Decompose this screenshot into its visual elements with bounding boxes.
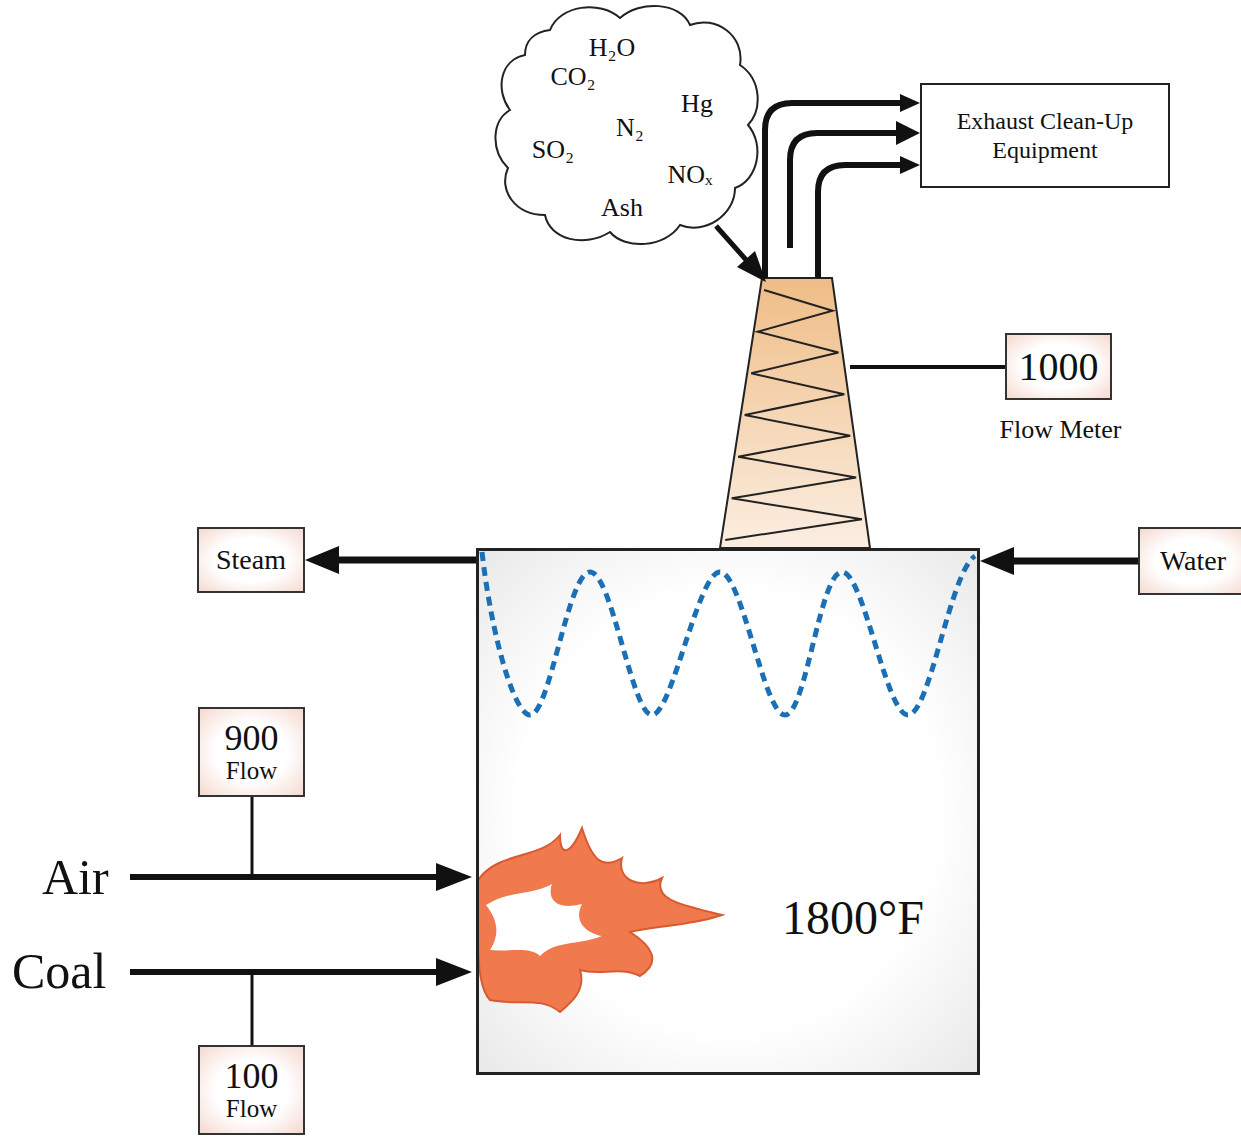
node-text: 1800°F bbox=[782, 893, 924, 943]
arrowhead bbox=[436, 863, 472, 891]
exhaust-pipe bbox=[765, 103, 905, 278]
node-text: Hg bbox=[681, 90, 713, 117]
boiler-ground bbox=[478, 550, 978, 1073]
water-tubes bbox=[482, 552, 975, 715]
feed-label: Air bbox=[42, 852, 109, 902]
node-text: N₂ bbox=[616, 114, 644, 141]
steam-box: Steam bbox=[197, 527, 305, 593]
boiler-box: 1800°F bbox=[476, 548, 980, 1075]
node-text: 900 bbox=[225, 720, 279, 758]
node-text: Ash bbox=[601, 194, 643, 221]
node-text: Flow bbox=[226, 758, 277, 784]
node-text: Flow Meter bbox=[999, 416, 1121, 443]
flame-core bbox=[486, 884, 602, 956]
leader-line bbox=[251, 797, 254, 877]
coal-flow-box: 100Flow bbox=[198, 1045, 305, 1135]
exhaust-pipe bbox=[818, 165, 905, 278]
arrowhead bbox=[900, 94, 920, 112]
node-text: Flow bbox=[226, 1096, 277, 1122]
arrowhead bbox=[436, 958, 472, 986]
node-text: SO₂ bbox=[532, 136, 574, 163]
exhaust-pipe bbox=[790, 133, 900, 248]
flow-arrow bbox=[305, 546, 476, 574]
node-text: Steam bbox=[216, 545, 286, 574]
node-text: H₂O bbox=[589, 34, 636, 61]
node-text: 100 bbox=[225, 1058, 279, 1096]
smoke-stack bbox=[720, 278, 870, 548]
air-line bbox=[130, 874, 440, 880]
node-text: Exhaust Clean-Up Equipment bbox=[930, 107, 1160, 165]
flow-meter-box: 1000Flow Meter bbox=[1005, 333, 1112, 400]
node-text: CO₂ bbox=[550, 63, 595, 90]
node-text: Water bbox=[1160, 546, 1226, 575]
water-box: Water bbox=[1138, 527, 1241, 595]
stack-coil bbox=[725, 290, 862, 540]
arrowhead bbox=[737, 251, 766, 282]
air-flow-box: 900Flow bbox=[198, 707, 305, 797]
arrowhead bbox=[896, 121, 920, 145]
feed-label: Coal bbox=[12, 946, 106, 996]
meter-leader bbox=[850, 365, 1005, 369]
arrowhead bbox=[900, 156, 920, 174]
emission-arrow bbox=[716, 226, 748, 262]
emission-cloud: H₂OCO₂ HgN₂ SO₂ NOₓAsh bbox=[490, 0, 765, 250]
node-text: NOₓ bbox=[667, 161, 712, 188]
flow-arrow bbox=[980, 547, 1138, 575]
coal-line bbox=[130, 969, 440, 975]
cleanup-box: Exhaust Clean-Up Equipment bbox=[920, 83, 1170, 188]
node-text: 1000 bbox=[1019, 346, 1099, 388]
flame bbox=[478, 828, 722, 1012]
leader-line bbox=[251, 972, 254, 1045]
